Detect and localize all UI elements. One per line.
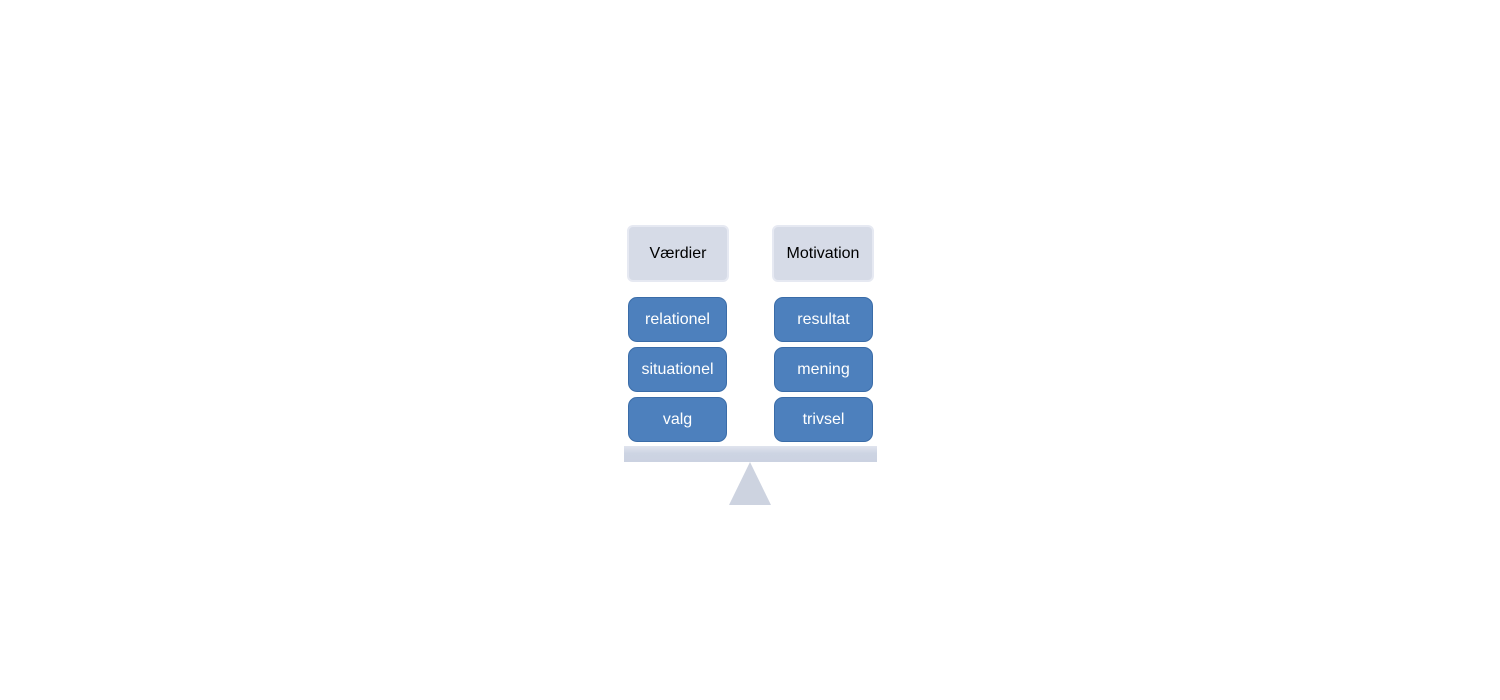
balance-beam <box>624 446 877 462</box>
header-motivation-label: Motivation <box>786 244 860 262</box>
header-motivation: Motivation <box>772 225 874 282</box>
item-mening: mening <box>774 347 873 392</box>
item-relationel: relationel <box>628 297 727 342</box>
header-vaerdier: Værdier <box>627 225 729 282</box>
item-valg-label: valg <box>662 410 693 428</box>
fulcrum-triangle-icon <box>729 462 771 505</box>
item-situationel-label: situationel <box>641 360 714 378</box>
item-resultat: resultat <box>774 297 873 342</box>
item-mening-label: mening <box>797 360 850 378</box>
item-relationel-label: relationel <box>645 310 710 328</box>
item-valg: valg <box>628 397 727 442</box>
item-situationel: situationel <box>628 347 727 392</box>
item-trivsel: trivsel <box>774 397 873 442</box>
item-resultat-label: resultat <box>797 310 850 328</box>
item-trivsel-label: trivsel <box>802 410 845 428</box>
header-vaerdier-label: Værdier <box>649 244 707 262</box>
